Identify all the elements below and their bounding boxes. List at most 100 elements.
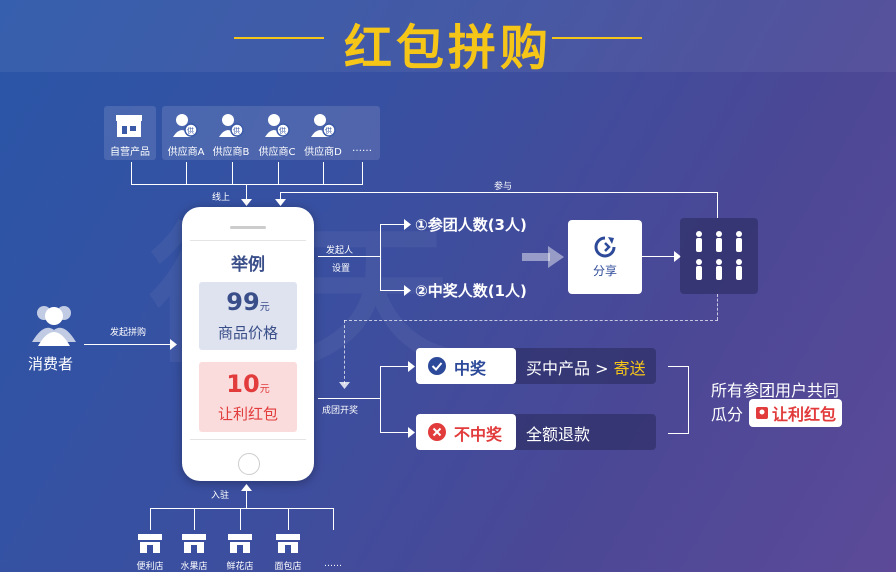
phone-home-button xyxy=(238,453,260,475)
enter-label: 入驻 xyxy=(211,491,230,501)
convenience-store-icon xyxy=(138,534,162,553)
big-arrow-right-icon xyxy=(522,246,564,268)
settings-label: 设置 xyxy=(332,264,351,274)
connector xyxy=(380,224,381,290)
price-unit: 元 xyxy=(259,302,270,313)
participants-icon xyxy=(696,231,742,280)
share-icon xyxy=(594,236,616,258)
connector xyxy=(642,256,676,257)
supplier-b-icon xyxy=(219,114,244,137)
consumer-label: 消费者 xyxy=(28,355,74,373)
connector xyxy=(246,184,247,202)
arrow-right-icon xyxy=(404,219,411,230)
connector xyxy=(318,256,380,257)
title-deco-left xyxy=(234,37,324,39)
step-winner-count: ②中奖人数(1人) xyxy=(415,282,527,300)
arrow-down-icon xyxy=(241,199,252,206)
price-label: 商品价格 xyxy=(217,324,278,342)
group-draw-label: 成团开奖 xyxy=(322,406,359,416)
bonus-label: 让利红包 xyxy=(217,405,278,423)
participants-box xyxy=(680,218,758,294)
dashed-connector xyxy=(717,294,718,320)
bonus-unit: 元 xyxy=(259,384,270,395)
connector xyxy=(84,344,172,345)
connector xyxy=(186,162,187,184)
check-icon xyxy=(428,357,446,375)
connector xyxy=(232,162,233,184)
store-icon xyxy=(116,115,142,137)
connector xyxy=(380,224,406,225)
connector xyxy=(278,162,279,184)
arrow-right-icon xyxy=(408,361,415,372)
connector xyxy=(288,508,289,530)
stores-more: …… xyxy=(324,559,342,569)
supplier-c-badge: 供 xyxy=(279,127,286,135)
start-group-buy-label: 发起拼购 xyxy=(110,328,147,338)
dashed-connector xyxy=(344,320,345,384)
bonus-value: 10 xyxy=(226,370,260,398)
supplier-c-label: 供应商C xyxy=(258,147,296,158)
supplier-d-icon xyxy=(311,114,336,137)
phone-speaker xyxy=(230,226,266,229)
share-label: 分享 xyxy=(592,264,617,278)
step-group-size: ①参团人数(3人) xyxy=(415,216,527,234)
price-card xyxy=(199,282,297,350)
red-packet-icon xyxy=(756,407,768,419)
supplier-b-badge: 供 xyxy=(233,127,240,135)
connector xyxy=(318,398,380,399)
self-product-label: 自营产品 xyxy=(110,147,150,158)
arrow-right-icon xyxy=(170,339,177,350)
bonus-card xyxy=(199,362,297,432)
connector xyxy=(333,508,334,530)
title-deco-right xyxy=(552,37,642,39)
supplier-d-label: 供应商D xyxy=(304,147,342,158)
initiator-label: 发起人 xyxy=(326,246,354,256)
arrow-right-icon xyxy=(674,251,681,262)
connector xyxy=(280,192,281,202)
red-packet-pill: 让利红包 xyxy=(749,399,843,427)
supplier-c-icon xyxy=(265,114,290,137)
connector xyxy=(380,366,381,432)
connector xyxy=(131,162,132,184)
arrow-down-icon xyxy=(339,382,350,389)
win-detail-prefix: 买中产品 > xyxy=(526,359,609,378)
connector xyxy=(380,366,410,367)
supplier-a-label: 供应商A xyxy=(167,147,205,158)
bonus-value-row: 10元 xyxy=(199,370,297,398)
lose-detail: 全额退款 xyxy=(526,425,591,444)
fruit-store-icon xyxy=(182,534,206,553)
price-value: 99 xyxy=(226,288,260,316)
suppliers-more: …… xyxy=(352,143,372,154)
bakery-icon xyxy=(276,534,300,553)
connector xyxy=(380,432,410,433)
supplier-b-label: 供应商B xyxy=(212,147,250,158)
win-detail-highlight: 寄送 xyxy=(613,359,646,378)
cross-icon xyxy=(428,423,446,441)
flower-store-label: 鲜花店 xyxy=(226,562,254,572)
result-bracket xyxy=(668,366,689,434)
win-detail: 买中产品 > 寄送 xyxy=(526,355,646,379)
connector xyxy=(150,508,151,530)
supplier-a-badge: 供 xyxy=(187,127,194,135)
connector xyxy=(280,192,718,193)
arrow-right-icon xyxy=(408,427,415,438)
flower-store-icon xyxy=(228,534,252,553)
convenience-store-label: 便利店 xyxy=(136,562,164,572)
connector xyxy=(131,184,363,185)
share-all-line1: 所有参团用户共同 xyxy=(711,381,840,400)
connector xyxy=(323,162,324,184)
red-packet-pill-label: 让利红包 xyxy=(772,405,837,424)
supplier-d-badge: 供 xyxy=(325,127,332,135)
title-bar xyxy=(0,0,896,72)
lose-label: 不中奖 xyxy=(454,425,503,444)
consumer-icon xyxy=(32,306,76,346)
page-title: 红包拼购 xyxy=(343,20,552,76)
connector xyxy=(380,290,406,291)
connector xyxy=(194,508,195,530)
example-heading: 举例 xyxy=(231,255,265,275)
connector xyxy=(246,490,247,508)
bakery-label: 面包店 xyxy=(274,562,302,572)
supplier-a-icon xyxy=(173,114,198,137)
connector xyxy=(362,162,363,184)
price-value-row: 99元 xyxy=(199,288,297,316)
